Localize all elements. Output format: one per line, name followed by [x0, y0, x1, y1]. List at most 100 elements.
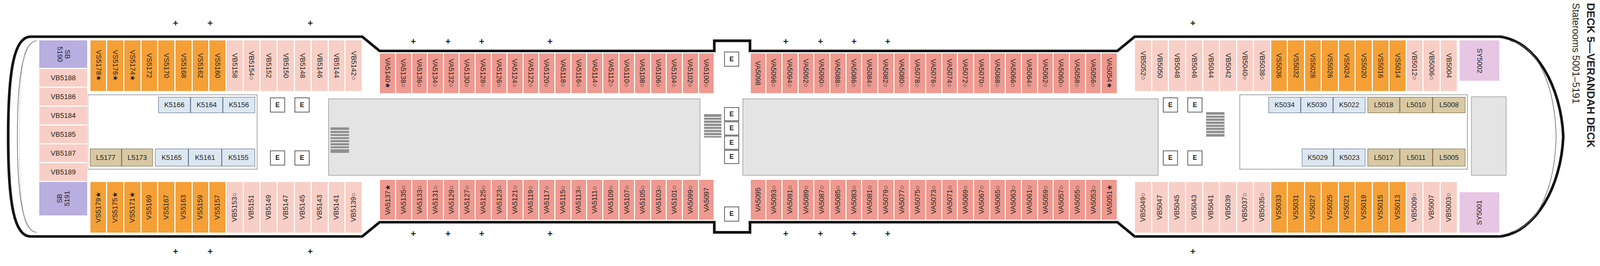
inside-cabin-box: K5030 [1300, 96, 1334, 114]
stateroom-number: VB5049○ [1139, 192, 1147, 222]
label-anchor: E [729, 139, 734, 146]
plus-marker: + [445, 228, 451, 238]
stair-block [703, 114, 722, 138]
plus-marker: + [817, 228, 823, 238]
stateroom-number: VS5036 [1275, 53, 1284, 79]
stateroom-box: VS5031 [1287, 181, 1305, 234]
stateroom-number: VA5057○ [1057, 185, 1066, 214]
stateroom-box: VA5084○ [861, 52, 878, 94]
stateroom-box: VA5128○ [475, 52, 492, 94]
stateroom-number: VA5127○ [463, 185, 471, 214]
label-anchor: + [207, 17, 214, 27]
inside-cabin-box: L5173 [121, 148, 153, 167]
stateroom-box: VA5082○ [877, 52, 894, 94]
plus-marker: + [410, 228, 417, 238]
stair-step [330, 130, 349, 132]
inside-cabin-box: L5177 [89, 148, 122, 167]
elevator-box [270, 150, 285, 165]
stair-step [1206, 132, 1225, 135]
stair-step [703, 116, 722, 118]
stateroom-number: K5029 [1307, 153, 1329, 162]
stateroom-box: VB5048 [1168, 39, 1186, 92]
stateroom-box: VA5099○ [682, 179, 699, 221]
stateroom-box: VB5148 [294, 39, 312, 92]
stateroom-box: VA5054★ [1101, 52, 1118, 94]
stateroom-box: VB5050 [1151, 39, 1169, 92]
stateroom-number: VA5083○ [850, 185, 858, 214]
stateroom-number: VS5168 [179, 53, 188, 79]
stateroom-number: VS5027 [1309, 194, 1317, 220]
stateroom-number: VA5056○ [1089, 58, 1098, 88]
deck-title-anchor: DECK 5—VERANDAH DECK [1584, 2, 1597, 148]
stateroom-box: VB5149 [259, 181, 278, 234]
stateroom-number: VB5009○ [1411, 192, 1419, 222]
label-anchor: E [275, 154, 280, 161]
stateroom-box: VA5100○ [698, 52, 715, 94]
label-anchor: E [729, 210, 734, 217]
stateroom-box: VA5086○ [846, 52, 862, 94]
stateroom-box: VA5055○ [1069, 179, 1086, 221]
elevator-box [724, 206, 739, 221]
stateroom-box: VA5106○ [650, 52, 667, 94]
stateroom-box: VB5045 [1168, 181, 1186, 234]
stateroom-number: VB5144 [333, 53, 341, 79]
stateroom-number: VA5093○ [770, 185, 778, 214]
stateroom-box: VB5189 [38, 162, 88, 182]
stair-block [1206, 111, 1225, 137]
elevator-mark: E [275, 154, 280, 161]
stateroom-number: VA5085○ [834, 185, 842, 214]
stateroom-number: VA5068○ [994, 58, 1002, 88]
label-anchor: + [885, 228, 891, 238]
inside-cabin-box: L5011 [1399, 148, 1433, 167]
stateroom-number: VA5140★ [383, 58, 392, 89]
forward-area [1471, 96, 1506, 176]
elevator-mark: E [1168, 154, 1173, 161]
stateroom-number: VS5167 [162, 194, 171, 220]
stair-step [330, 142, 349, 144]
stateroom-box: VB5146 [311, 39, 329, 92]
stateroom-box: VA5126○ [491, 52, 507, 94]
stateroom-box: VA5122○ [523, 52, 539, 94]
stateroom-number: VA5090○ [818, 58, 826, 88]
stateroom-box: VB5007 [1422, 181, 1441, 234]
stateroom-box: VB5049○ [1134, 181, 1152, 234]
stateroom-number: VA5130○ [463, 58, 471, 88]
stateroom-number: VB5050 [1156, 53, 1165, 79]
stateroom-number: VA5131○ [431, 185, 440, 214]
stair-step [703, 129, 722, 131]
stateroom-number: VS5031 [1292, 194, 1300, 220]
elevator-mark: E [1192, 154, 1197, 161]
elevator-mark: E [275, 101, 280, 109]
stateroom-number: VA5113○ [575, 185, 583, 214]
label-anchor: E [729, 55, 734, 63]
stateroom-number: VA5112○ [607, 59, 615, 88]
stateroom-box: VA5094○ [781, 52, 799, 94]
label-anchor: + [1190, 17, 1196, 27]
stair-step [1206, 123, 1225, 125]
stateroom-number: VA5116○ [575, 59, 583, 88]
stair-step [1206, 127, 1225, 129]
inside-cabin-box: K5164 [190, 96, 223, 114]
stateroom-box: VS5170 [157, 39, 175, 92]
stateroom-number: VS5016 [1377, 53, 1385, 79]
stateroom-number: VA5055○ [1073, 185, 1082, 214]
stateroom-number: VA5117○ [543, 185, 551, 214]
stateroom-number: VS5028 [1309, 53, 1317, 79]
stateroom-box: VA5058○ [1069, 52, 1086, 94]
label-anchor: + [547, 36, 553, 46]
label-anchor: E [1168, 154, 1173, 161]
inside-cabin-box: K5023 [1333, 148, 1366, 167]
stateroom-box: VB5158 [226, 39, 244, 92]
stateroom-box: SY5002 [1458, 39, 1500, 82]
stateroom-box: VA5064○ [1021, 52, 1038, 94]
hull-outline [8, 36, 1564, 237]
stateroom-number: VB5186 [50, 93, 76, 101]
stateroom-number: VS5032 [1292, 53, 1300, 79]
stateroom-box: VB5150 [277, 39, 295, 92]
label-anchor: + [478, 36, 485, 46]
stateroom-number: VS5014 [1393, 53, 1402, 79]
stateroom-number: VA5109○ [607, 185, 615, 214]
label-anchor: E [729, 124, 734, 132]
stateroom-box: VA5075○ [909, 179, 926, 221]
